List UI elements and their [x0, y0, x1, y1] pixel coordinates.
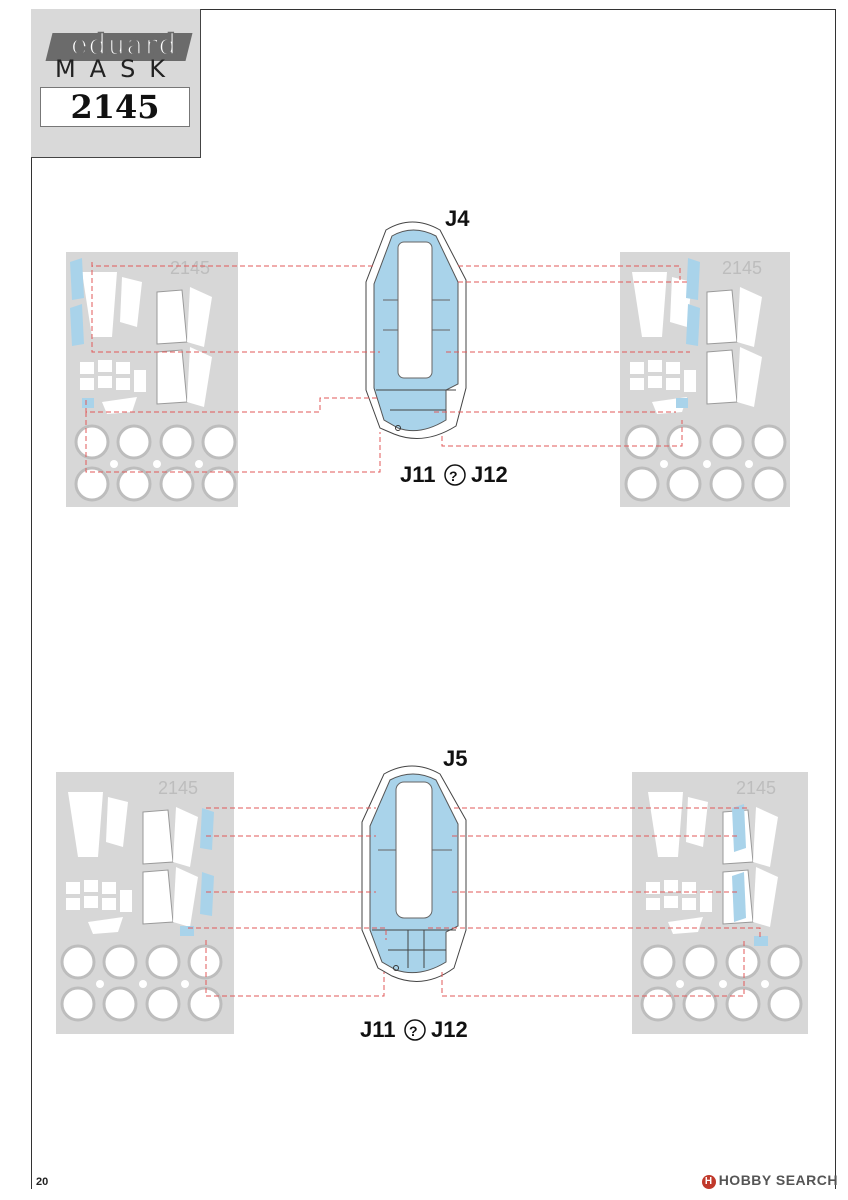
brand-logo: eduard — [70, 27, 178, 62]
top-reference-labels: J11 ? J12 — [400, 462, 508, 487]
bottom-right-sheet: 2145 — [632, 772, 808, 1034]
bottom-left-sheet: 2145 — [56, 772, 234, 1034]
page-number: 20 — [36, 1176, 49, 1188]
sheet-number: 2145 — [736, 778, 776, 798]
either-or-symbol: ? — [449, 468, 458, 484]
watermark-logo-icon: H — [701, 1175, 716, 1189]
top-canopy-mask — [365, 221, 467, 439]
sheet-number: 2145 — [722, 258, 762, 278]
part-label-j4: J4 — [445, 206, 470, 231]
ref-j12: J12 — [431, 1017, 468, 1042]
bottom-canopy-mask — [361, 765, 467, 982]
sheet-number: 2145 — [158, 778, 198, 798]
kit-number: 2145 — [40, 87, 190, 127]
top-right-sheet: 2145 — [620, 252, 790, 507]
watermark-text: HOBBY SEARCH — [718, 1172, 838, 1188]
logo-panel: eduard MASK 2145 — [31, 9, 201, 158]
top-leader-lines — [85, 262, 690, 473]
either-or-symbol-icon — [404, 1019, 426, 1041]
ref-j11: J11 — [360, 1017, 396, 1042]
ref-j11: J11 — [400, 462, 436, 487]
page-frame — [31, 9, 836, 1189]
part-label-j5: J5 — [443, 746, 467, 771]
bottom-leader-lines — [188, 807, 761, 997]
top-left-sheet: 2145 — [66, 252, 238, 507]
product-line-title: MASK — [54, 55, 180, 83]
sheet-number: 2145 — [170, 258, 210, 278]
ref-j12: J12 — [471, 462, 508, 487]
either-or-symbol: ? — [409, 1023, 418, 1039]
bottom-reference-labels: J11 ? J12 — [360, 1017, 468, 1042]
either-or-symbol-icon — [444, 464, 466, 486]
